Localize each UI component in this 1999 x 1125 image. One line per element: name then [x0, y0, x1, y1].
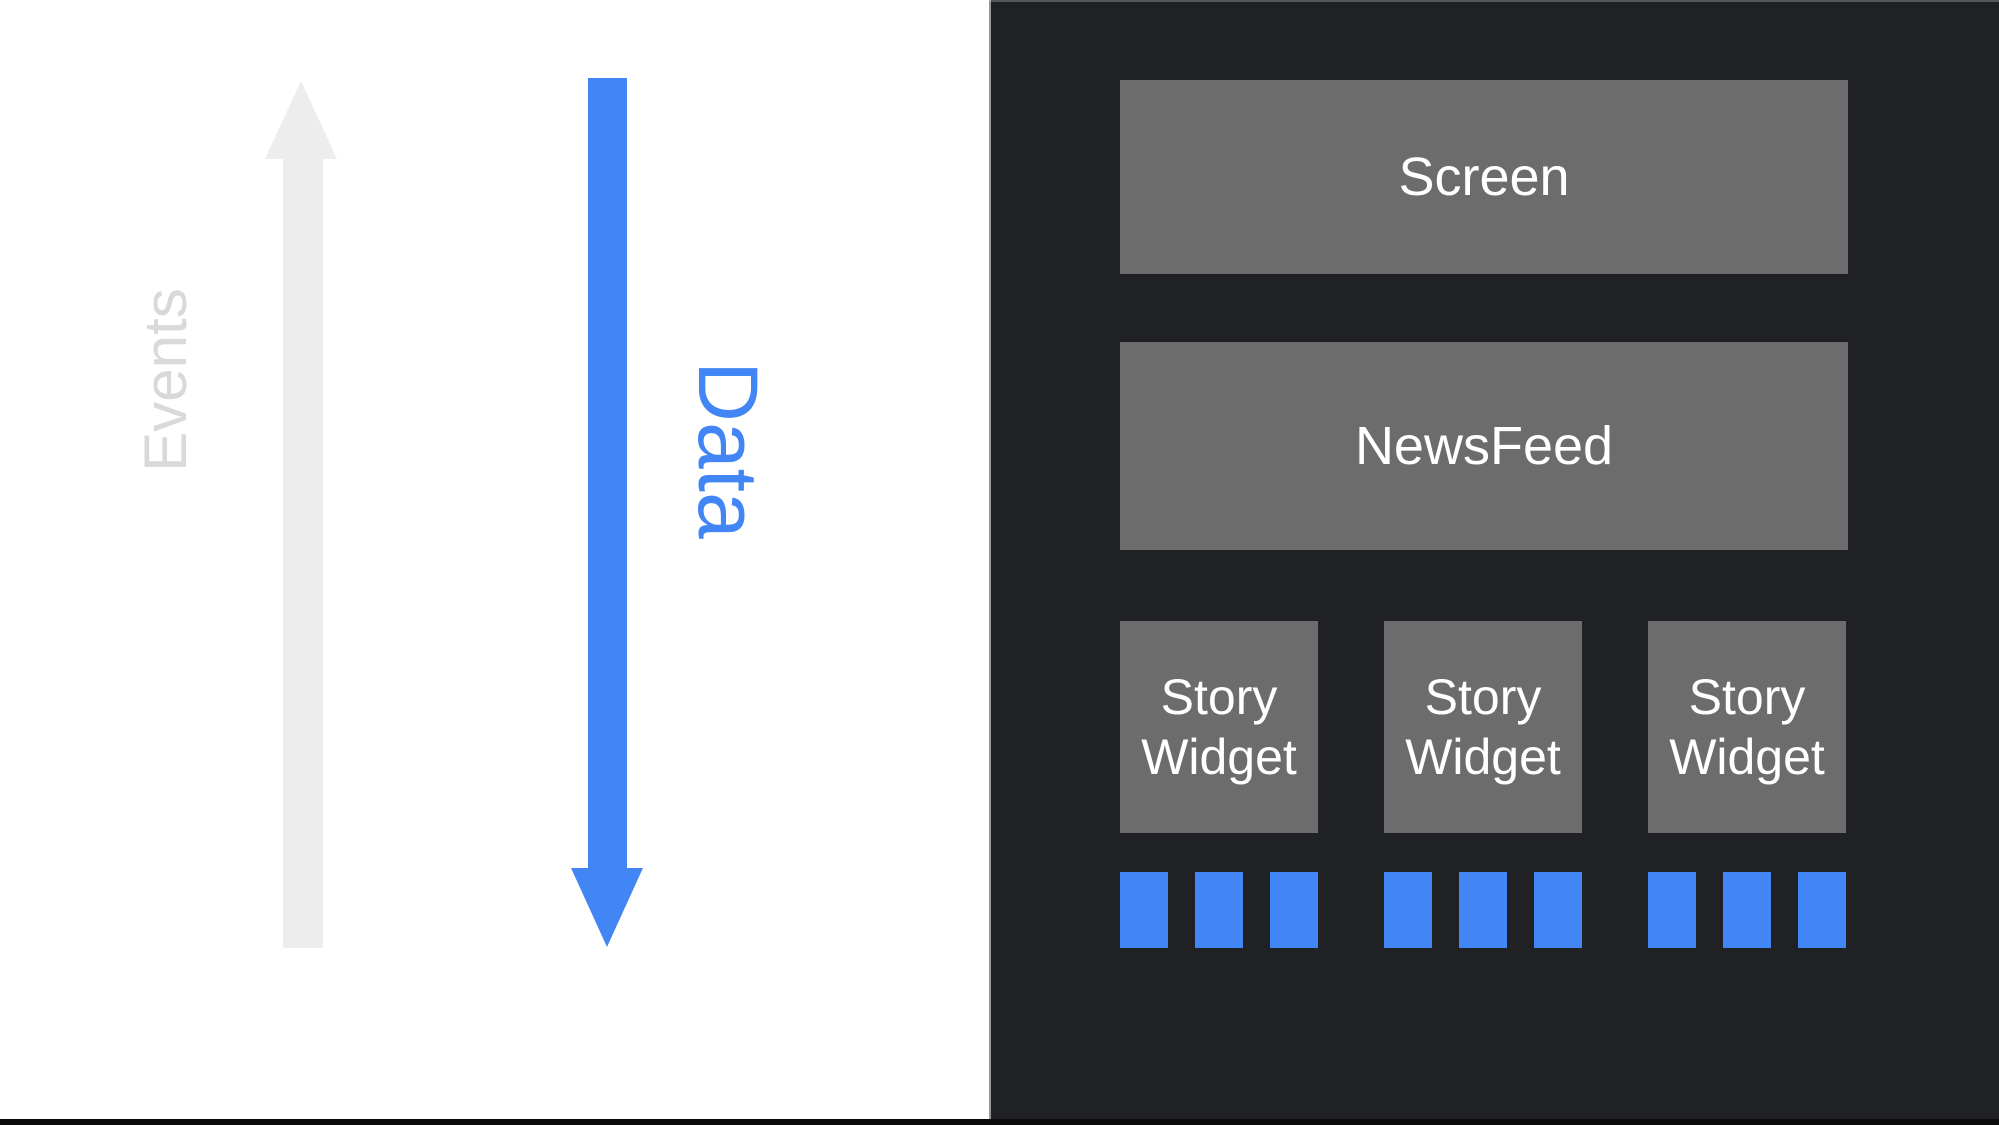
data-item-square: [1120, 872, 1168, 948]
widget-tree-panel: Screen NewsFeed Story Widget Story Widge…: [989, 0, 1999, 1125]
data-label: Data: [681, 361, 775, 539]
data-item-square: [1384, 872, 1432, 948]
story-widget-label-line1: Story: [1688, 669, 1806, 725]
data-item-square: [1648, 872, 1696, 948]
events-label: Events: [132, 288, 199, 472]
story-widget-box: Story Widget: [1648, 621, 1846, 833]
newsfeed-box-label: NewsFeed: [1354, 416, 1614, 476]
story-widget-row: Story Widget Story Widget Story Widget: [1120, 621, 1846, 833]
data-item-square: [1459, 872, 1507, 948]
screen-box-label: Screen: [1398, 147, 1570, 207]
arrow-up-head-icon: [265, 81, 337, 159]
story-widget-label-line2: Widget: [1141, 729, 1297, 785]
data-items-group: [1648, 872, 1846, 948]
story-widget-label-line1: Story: [1160, 669, 1278, 725]
panel-top-line: [989, 0, 1999, 2]
data-item-square: [1195, 872, 1243, 948]
story-widget-label-line2: Widget: [1405, 729, 1561, 785]
arrow-down-head-icon: [571, 868, 643, 947]
bottom-edge-bar: [0, 1119, 1999, 1125]
data-item-square: [1534, 872, 1582, 948]
data-item-square: [1798, 872, 1846, 948]
panel-left-edge: [989, 0, 991, 1125]
newsfeed-box: NewsFeed: [1120, 342, 1848, 550]
data-items-group: [1384, 872, 1582, 948]
story-widget-label-line2: Widget: [1669, 729, 1825, 785]
data-items-group: [1120, 872, 1318, 948]
story-widget-label-line1: Story: [1424, 669, 1542, 725]
story-widget-box: Story Widget: [1120, 621, 1318, 833]
data-item-square: [1723, 872, 1771, 948]
screen-box: Screen: [1120, 80, 1848, 274]
data-item-square: [1270, 872, 1318, 948]
arrow-down-shaft: [588, 78, 627, 868]
story-widget-box: Story Widget: [1384, 621, 1582, 833]
flow-area: Events Data: [0, 0, 989, 1125]
arrow-up-shaft: [283, 159, 323, 948]
data-items-row: [1120, 872, 1846, 948]
